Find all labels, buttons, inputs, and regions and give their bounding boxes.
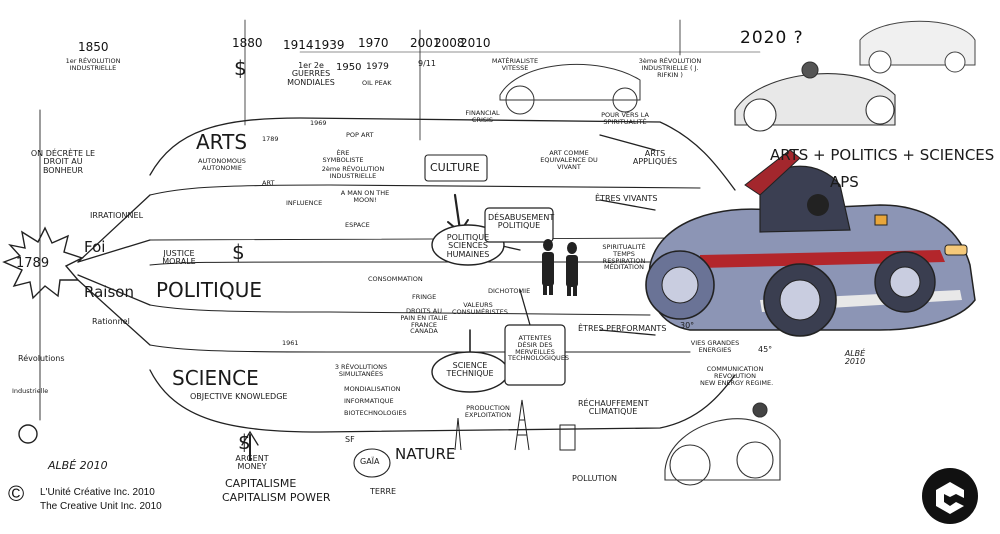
event-financial-crisis: FINANCIAL CRISIS <box>465 109 500 124</box>
ann-ere-symboliste: ÈRE SYMBOLISTE <box>322 149 364 164</box>
origin-revolutions: Révolutions <box>18 354 65 363</box>
event-first-revolution: 1er RÉVOLUTION INDUSTRIELLE <box>65 57 121 72</box>
ann-spiritualite: SPIRITUALITÉ TEMPS RESPIRATION MÉDITATIO… <box>602 243 646 272</box>
dollar-science: $ <box>238 430 251 454</box>
ann-art: ART <box>262 179 275 187</box>
year-2010: 2010 <box>460 36 491 50</box>
aps-result: APS <box>830 173 859 191</box>
node-science-technique: SCIENCE TECHNIQUE <box>446 361 494 379</box>
origin-decree: ON DÉCRÈTE LE DROIT AU BONHEUR <box>30 149 96 175</box>
year-2008: 2008 <box>434 36 465 50</box>
year-2020: 2020 ? <box>740 28 804 48</box>
ann-communication: COMMUNICATION REVOLUTION <box>706 365 764 380</box>
copyright-icon: © <box>8 481 25 506</box>
ann-fortyfive: 45° <box>758 345 773 354</box>
origin-industrielle: Industrielle <box>12 387 49 395</box>
year-1950: 1950 <box>336 62 362 73</box>
dollar-1880: $ <box>234 56 247 80</box>
year-2001: 2001 <box>410 36 441 50</box>
band-capitalisme: CAPITALISME <box>225 477 297 490</box>
event-third-revolution: 3ème RÉVOLUTION INDUSTRIELLE ( J. RIFKIN… <box>638 57 702 79</box>
ann-thirty: 30° <box>680 321 695 330</box>
band-arts-sub: AUTONOMOUS AUTONOMIE <box>198 157 246 172</box>
year-1914: 1914 <box>283 38 314 52</box>
origin-foi: Foi <box>84 238 106 256</box>
main-car-illustration <box>645 149 976 337</box>
event-1789-small: 1789 <box>262 135 279 143</box>
band-science: SCIENCE <box>172 366 259 390</box>
signature-main: ALBÉ 2010 <box>48 459 108 472</box>
ann-etres-performants: ÊTRES PERFORMANTS <box>578 324 667 333</box>
node-nature: NATURE <box>395 445 456 463</box>
ann-etres-vivants: ÊTRES VIVANTS <box>595 194 658 203</box>
signature-car: ALBÉ 2010 <box>844 349 866 367</box>
year-1979: 1979 <box>366 62 389 72</box>
year-1939: 1939 <box>314 38 345 52</box>
band-capitalism-power: CAPITALISM POWER <box>222 491 331 504</box>
event-wars: 1er 2e GUERRES MONDIALES <box>287 61 335 87</box>
origin-raison: Raison <box>84 283 134 301</box>
dollar-politique: $ <box>232 240 245 264</box>
ann-rev2: INFORMATIQUE <box>344 397 394 405</box>
node-culture: CULTURE <box>430 161 480 174</box>
ann-moon: A MAN ON THE MOON! <box>340 189 390 204</box>
copyright-fr: L'Unité Créative Inc. 2010 <box>40 487 155 498</box>
origin-1789: 1789 <box>16 256 50 271</box>
ann-fringe: FRINGE <box>412 293 437 301</box>
ann-valeurs: VALEURS CONSUMÉRISTES <box>452 301 508 316</box>
ann-trois-revolutions: 3 RÉVOLUTIONS SIMULTANÉES <box>334 363 388 378</box>
car-sketch-bottom <box>664 402 781 486</box>
aps-formula: ARTS + POLITICS + SCIENCES = <box>770 146 1000 164</box>
ann-arts-appliques: ARTS APPLIQUÉS <box>632 149 678 167</box>
ann-influence: INFLUENCE <box>286 199 323 207</box>
ann-rev3: BIOTECHNOLOGIES <box>344 409 407 417</box>
node-politique-sciences: POLITIQUE SCIENCES HUMAINES <box>446 233 490 259</box>
year-1850: 1850 <box>78 40 109 54</box>
logo-mark-icon <box>936 482 964 514</box>
year-1970: 1970 <box>358 36 389 50</box>
node-sf: SF <box>345 435 355 444</box>
ann-art-comme: ART COMME EQUIVALENCE DU VIVANT <box>540 149 598 171</box>
band-politique: POLITIQUE <box>156 278 262 302</box>
ann-rev1: MONDIALISATION <box>344 385 401 393</box>
band-science-sub: OBJECTIVE KNOWLEDGE <box>190 392 288 401</box>
car-sketch-top-right <box>859 20 976 74</box>
ann-pollution: POLLUTION <box>572 474 618 483</box>
ann-energies: VIES GRANDES ENERGIES <box>690 339 740 354</box>
event-1961: 1961 <box>282 339 299 347</box>
ann-dichotomie: DICHOTOMIE <box>488 287 531 295</box>
ann-droits: DROITS AU PAIN EN ITALIE FRANCE CANADA <box>400 307 448 336</box>
car-sketch-top <box>499 63 641 115</box>
node-terre: TERRE <box>370 487 397 496</box>
node-gaia: GAÏA <box>360 457 380 466</box>
event-nine-eleven: 9/11 <box>418 59 436 68</box>
event-1969: 1969 <box>310 119 327 127</box>
year-1880: 1880 <box>232 36 263 50</box>
node-attentes: ATTENTES DÉSIR DES MERVEILLES TECHNOLOGI… <box>508 334 570 363</box>
burst-1789 <box>2 226 84 300</box>
ann-pop-art: POP ART <box>346 131 374 139</box>
ann-production: PRODUCTION EXPLOITATION <box>464 404 512 419</box>
origin-rationnel: Rationnel <box>92 317 130 326</box>
event-oil-peak: OIL PEAK <box>362 79 392 87</box>
band-arts: ARTS <box>196 130 248 154</box>
ann-espace: ESPACE <box>345 221 370 229</box>
ann-deuxieme-revolution: 2ème RÉVOLUTION INDUSTRIELLE <box>321 165 385 180</box>
event-materialiste: MATÉRIALISTE VITESSE <box>491 57 539 72</box>
creative-unit-logo-icon <box>922 468 978 524</box>
band-justice: JUSTICE MORALE <box>162 249 196 267</box>
origin-irrationnel: IRRATIONNEL <box>90 211 144 220</box>
ann-new-energy: NEW ENERGY REGIME. <box>700 379 774 387</box>
band-money: ARGENT MONEY <box>235 454 269 472</box>
ann-consommation: CONSOMMATION <box>368 275 423 283</box>
node-desabusement: DÉSABUSEMENT POLITIQUE <box>488 213 555 231</box>
ann-vers-spiritualite: POUR VERS LA SPIRITUALITÉ <box>601 111 649 126</box>
copyright-en: The Creative Unit Inc. 2010 <box>40 501 162 512</box>
car-sketch-mid <box>734 61 896 132</box>
ann-rechauffement: RÉCHAUFFEMENT CLIMATIQUE <box>578 399 649 417</box>
